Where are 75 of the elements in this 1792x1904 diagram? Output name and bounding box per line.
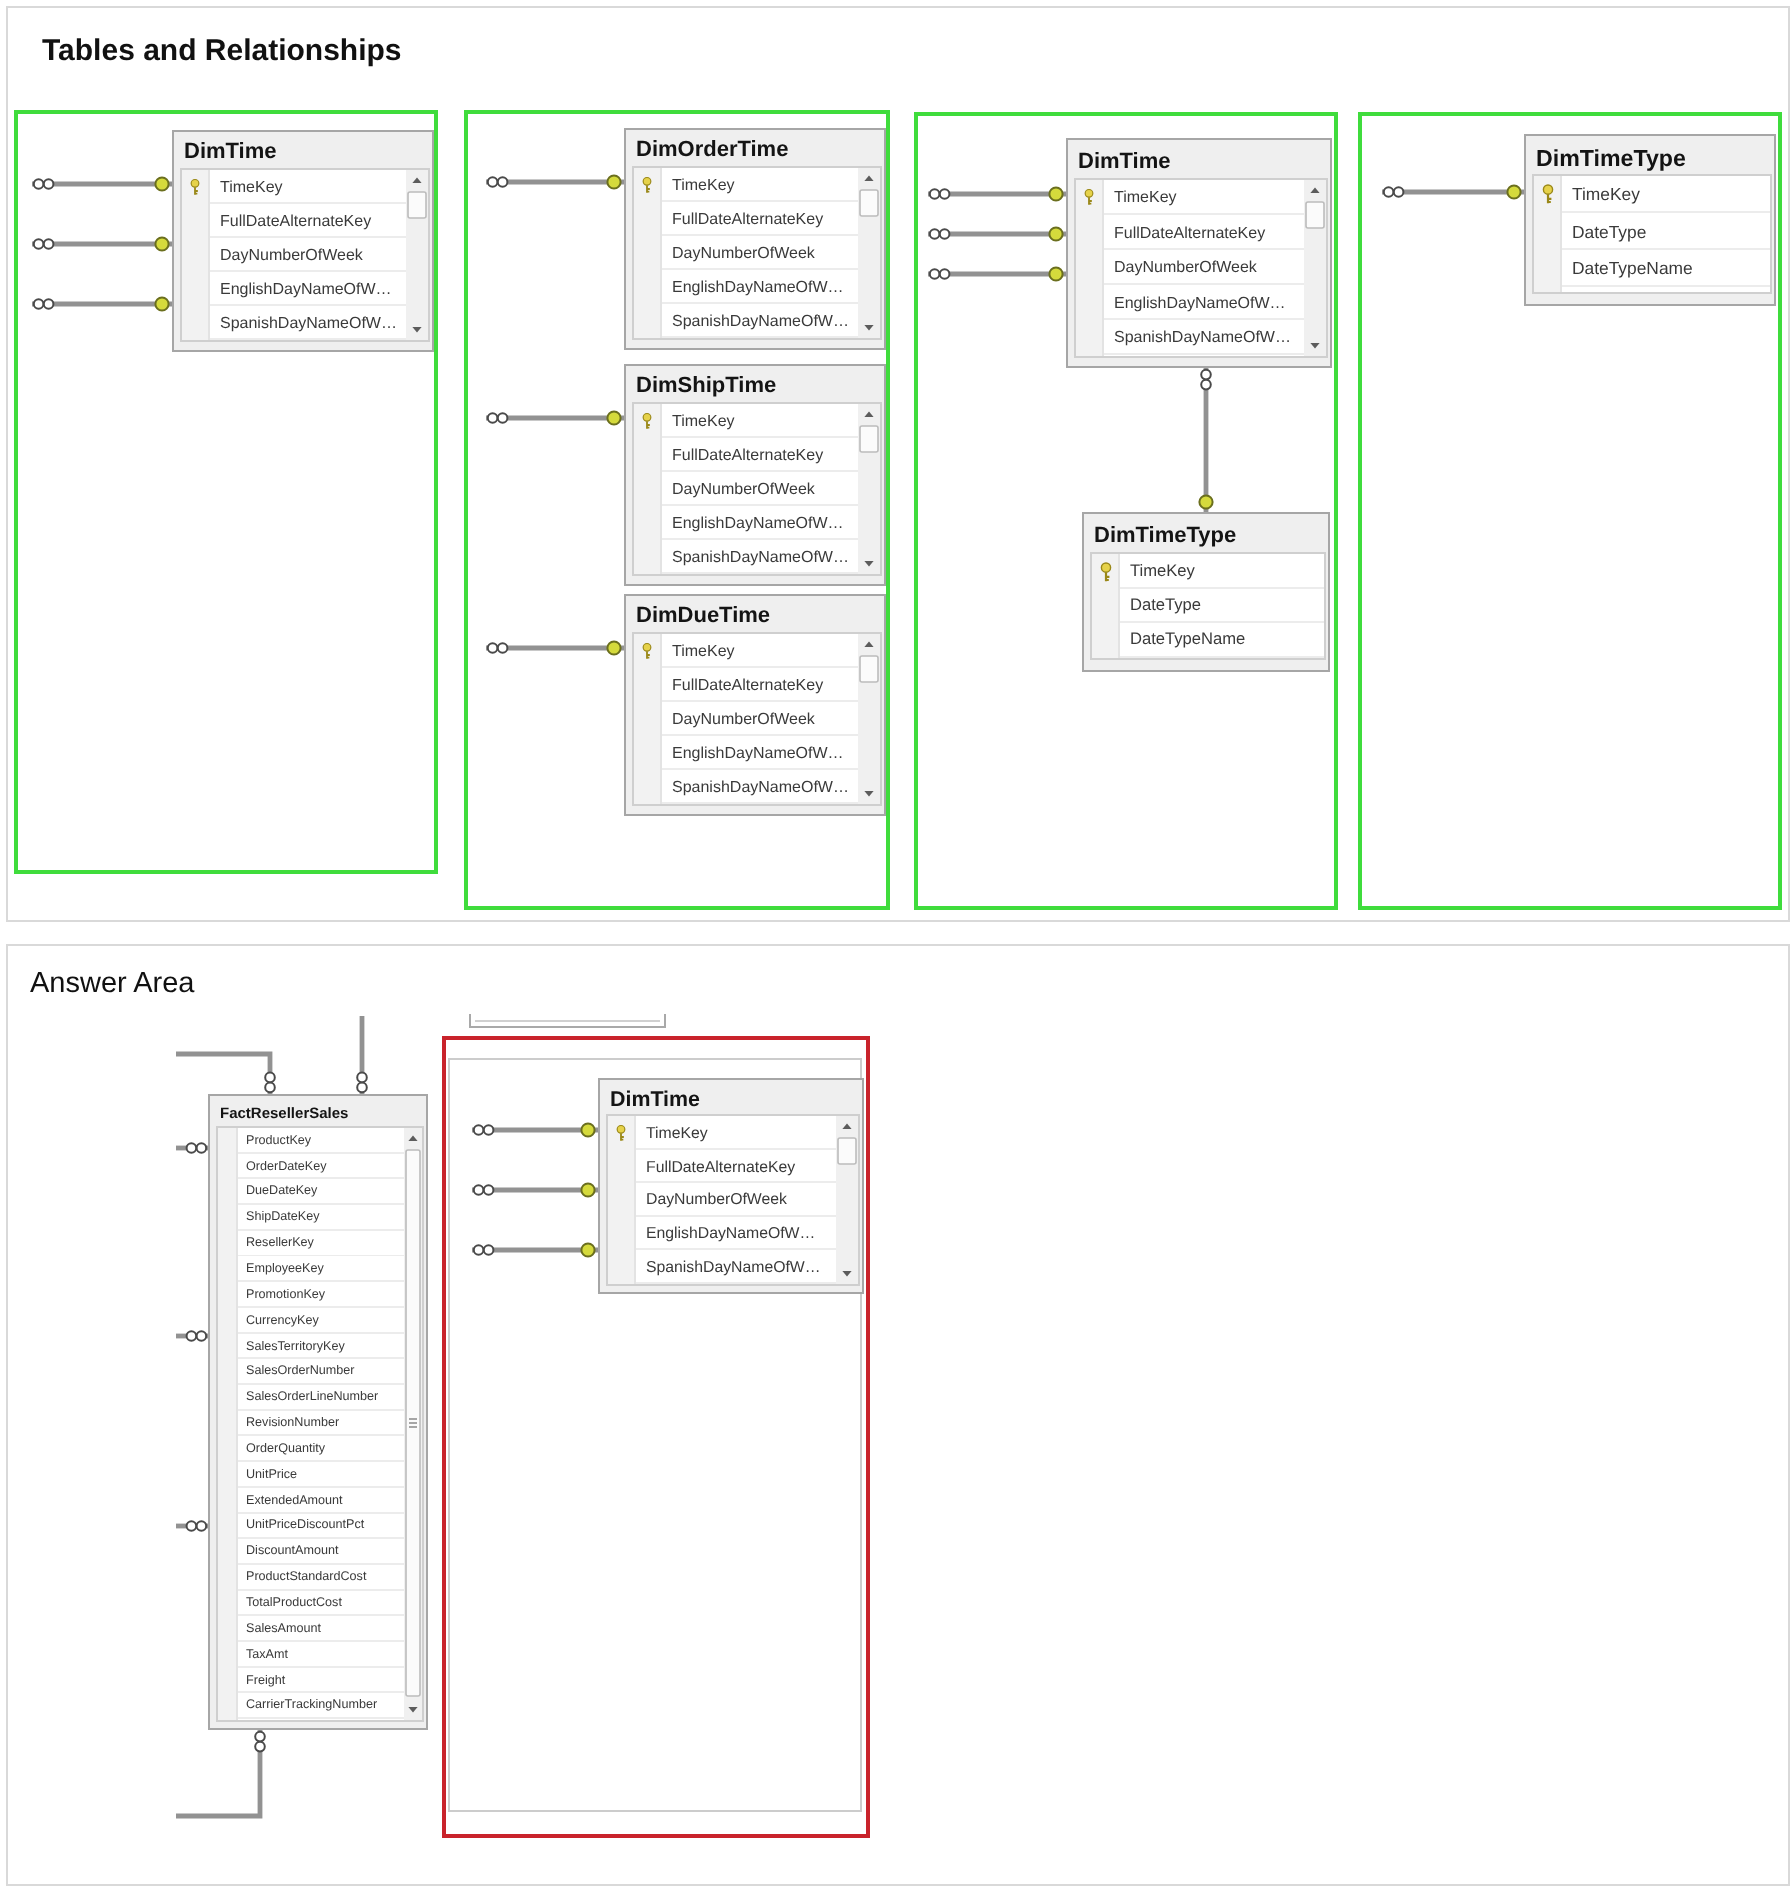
- table-name: DimTime: [184, 140, 277, 166]
- column-name: FullDateAlternateKey: [672, 209, 824, 229]
- column-name: FullDateAlternateKey: [220, 211, 372, 231]
- column-name: EnglishDayNameOfW…: [672, 743, 844, 763]
- entity-table: [624, 594, 886, 816]
- column-name: DateType: [1130, 596, 1202, 616]
- column-name: FullDateAlternateKey: [672, 445, 824, 465]
- entity-table: [624, 128, 886, 350]
- column-name: SpanishDayNameOfW…: [1114, 328, 1291, 347]
- highlight-frame: [914, 112, 1338, 910]
- column-name: SpanishDayNameOfW…: [220, 313, 397, 333]
- section-heading: Tables and Relationships: [42, 34, 402, 69]
- entity-table: [1066, 138, 1332, 368]
- relationship-line: [356, 1016, 368, 1094]
- highlight-frame: [1358, 112, 1782, 910]
- relationship-line: [472, 1182, 598, 1198]
- relationship-line: [486, 640, 624, 656]
- relationship-line: [32, 176, 172, 192]
- column-name: DayNumberOfWeek: [1114, 258, 1257, 277]
- table-name: DimShipTime: [636, 374, 777, 400]
- column-name: TimeKey: [1130, 561, 1195, 581]
- column-name: DateTypeName: [1572, 258, 1693, 279]
- relationship-line: [176, 1142, 208, 1154]
- relationship-line: [928, 226, 1066, 242]
- column-name: EnglishDayNameOfW…: [1114, 293, 1286, 312]
- entity-table: [172, 130, 434, 352]
- table-name: DimTime: [610, 1087, 700, 1112]
- column-name: DayNumberOfWeek: [672, 709, 815, 729]
- relationship-line: [928, 186, 1066, 202]
- table-name: DimDueTime: [636, 604, 771, 630]
- column-name: DayNumberOfWeek: [672, 479, 815, 499]
- column-name: EnglishDayNameOfW…: [672, 277, 844, 297]
- column-name: DayNumberOfWeek: [220, 245, 363, 265]
- relationship-line: [32, 236, 172, 252]
- column-name: EnglishDayNameOfW…: [672, 513, 844, 533]
- relationship-line: [486, 174, 624, 190]
- table-name: DimTimeType: [1094, 524, 1237, 550]
- entity-table: [624, 364, 886, 586]
- section-heading: Answer Area: [30, 968, 195, 1002]
- table-name: DimTimeType: [1536, 145, 1686, 172]
- relationship-line: [486, 410, 624, 426]
- column-name: TimeKey: [1572, 184, 1640, 205]
- relationship-line: [176, 1051, 276, 1094]
- column-name: SpanishDayNameOfW…: [672, 311, 849, 331]
- table-name: DimTime: [1078, 150, 1171, 176]
- highlight-frame: [14, 110, 438, 874]
- column-name: TimeKey: [672, 411, 735, 431]
- column-name: TimeKey: [672, 641, 735, 661]
- relationship-line: [472, 1242, 598, 1258]
- section-panel: [6, 944, 1790, 1886]
- relationship-line: [32, 296, 172, 312]
- relationship-line: [1382, 184, 1524, 200]
- column-name: SpanishDayNameOfW…: [672, 547, 849, 567]
- entity-table: [1082, 512, 1330, 672]
- relationship-line: [472, 1122, 598, 1138]
- column-name: FullDateAlternateKey: [1114, 223, 1266, 242]
- column-name: TimeKey: [672, 175, 735, 195]
- relationship-line: [1198, 368, 1214, 512]
- column-name: DayNumberOfWeek: [672, 243, 815, 263]
- column-name: DateType: [1572, 221, 1647, 242]
- relationship-line: [176, 1330, 208, 1342]
- relationship-line: [176, 1730, 266, 1819]
- highlight-frame: [464, 110, 890, 910]
- relationship-line: [928, 266, 1066, 282]
- column-name: FullDateAlternateKey: [672, 675, 824, 695]
- section-panel: [6, 6, 1790, 922]
- column-name: DateTypeName: [1130, 630, 1246, 650]
- column-name: EnglishDayNameOfW…: [220, 279, 392, 299]
- relationship-line: [176, 1520, 208, 1532]
- column-name: SpanishDayNameOfW…: [672, 777, 849, 797]
- entity-table: [1524, 134, 1776, 306]
- column-name: TimeKey: [220, 177, 283, 197]
- table-name: DimOrderTime: [636, 138, 789, 164]
- entity-table: [598, 1078, 864, 1294]
- column-name: TimeKey: [1114, 188, 1177, 207]
